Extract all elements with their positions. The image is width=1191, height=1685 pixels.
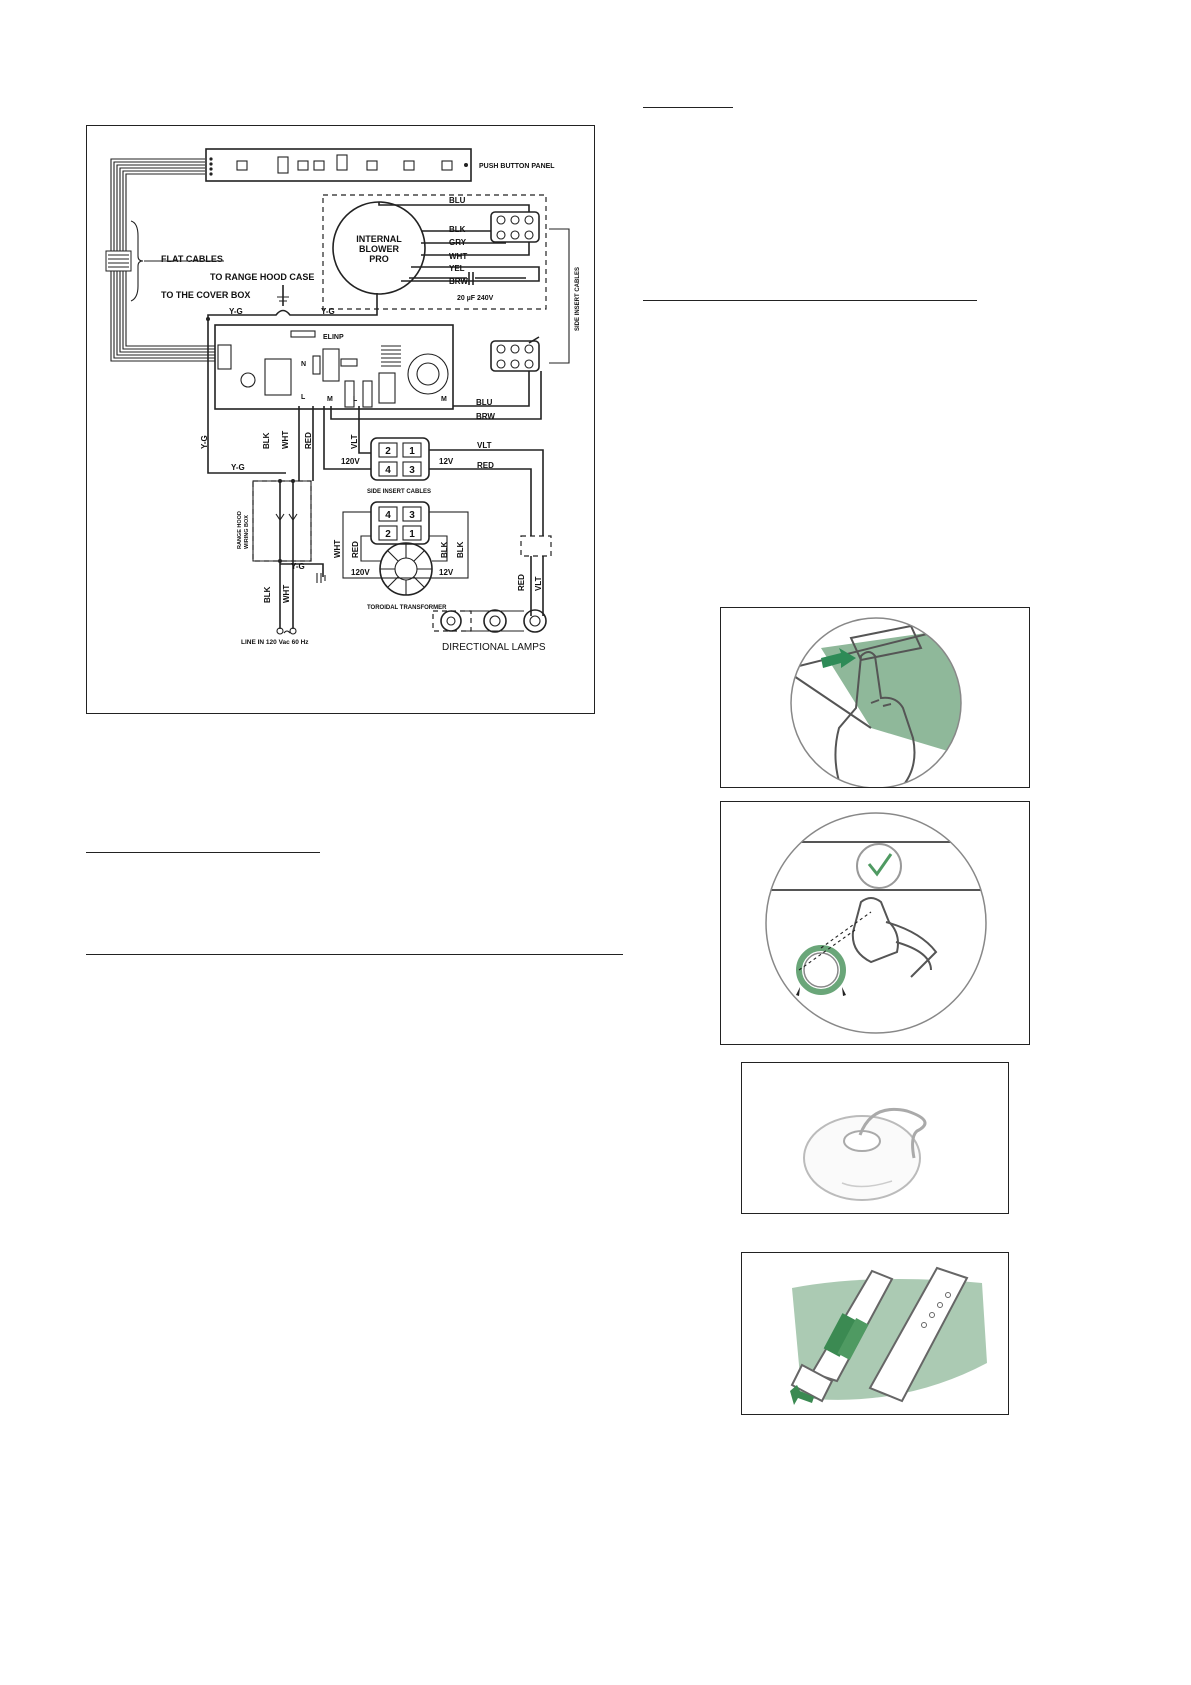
svg-text:M: M xyxy=(327,396,333,403)
blower-connector xyxy=(490,211,540,243)
svg-text:Y-G: Y-G xyxy=(200,435,209,449)
toroidal-transformer-label: TOROIDAL TRANSFORMER xyxy=(367,605,447,611)
svg-text:PRO: PRO xyxy=(369,254,389,264)
svg-text:Y-G: Y-G xyxy=(229,307,243,316)
svg-text:RED: RED xyxy=(517,574,526,591)
svg-text:WHT: WHT xyxy=(281,431,290,449)
svg-text:VLT: VLT xyxy=(534,576,543,591)
svg-text:GRY: GRY xyxy=(449,238,467,247)
suction-cup-tool-illustration xyxy=(741,1062,1009,1214)
svg-text:120V: 120V xyxy=(351,568,370,577)
svg-text:3: 3 xyxy=(409,510,415,521)
svg-text:VLT: VLT xyxy=(350,434,359,449)
svg-text:RED: RED xyxy=(304,432,313,449)
svg-text:YEL: YEL xyxy=(449,264,465,273)
svg-text:WIRING BOX: WIRING BOX xyxy=(244,515,250,549)
svg-text:1: 1 xyxy=(409,446,415,457)
svg-text:WHT: WHT xyxy=(282,585,291,603)
to-range-hood-case-label: TO RANGE HOOD CASE xyxy=(210,272,314,282)
heading-rule-2 xyxy=(643,300,977,301)
svg-text:BLK: BLK xyxy=(449,225,466,234)
svg-text:BLOWER: BLOWER xyxy=(359,244,399,254)
svg-text:Y-G: Y-G xyxy=(321,307,335,316)
svg-text:N: N xyxy=(301,361,306,368)
side-insert-cables-label: SIDE INSERT CABLES xyxy=(367,489,431,495)
svg-text:ELINP: ELINP xyxy=(323,334,344,341)
svg-text:RED: RED xyxy=(477,461,494,470)
svg-text:12V: 12V xyxy=(439,457,454,466)
svg-text:4: 4 xyxy=(385,510,391,521)
directional-lamps-label: DIRECTIONAL LAMPS xyxy=(442,642,546,653)
remote-battery-illustration xyxy=(741,1252,1009,1415)
svg-text:L: L xyxy=(301,394,306,401)
svg-text:VLT: VLT xyxy=(477,441,492,450)
line-in-label: LINE IN 120 Vac 60 Hz xyxy=(241,639,309,646)
svg-text:WHT: WHT xyxy=(449,252,467,261)
svg-text:BLU: BLU xyxy=(476,398,493,407)
to-cover-box-label: TO THE COVER BOX xyxy=(161,290,250,300)
svg-text:WHT: WHT xyxy=(333,540,342,558)
svg-text:4: 4 xyxy=(385,465,391,476)
side-insert-connector xyxy=(370,437,430,481)
svg-text:120V: 120V xyxy=(341,457,360,466)
wiring-diagram: PUSH BUTTON PANEL FLAT CABLES INTERNAL B… xyxy=(105,148,581,653)
svg-text:BLK: BLK xyxy=(263,586,272,603)
svg-text:1: 1 xyxy=(409,529,415,540)
svg-text:BRW: BRW xyxy=(476,412,495,421)
push-button-panel xyxy=(205,148,472,182)
svg-text:Y-G: Y-G xyxy=(291,562,305,571)
svg-text:M: M xyxy=(441,396,447,403)
side-insert-cables-vertical-label: SIDE INSERT CABLES xyxy=(575,267,581,331)
svg-text:2: 2 xyxy=(385,446,391,457)
svg-text:BLK: BLK xyxy=(440,541,449,558)
board-connector xyxy=(490,340,540,372)
svg-text:3: 3 xyxy=(409,465,415,476)
lamp-replacement-illustration xyxy=(720,801,1030,1045)
heading-rule-1 xyxy=(643,107,733,108)
svg-text:INTERNAL: INTERNAL xyxy=(356,234,402,244)
svg-text:BRW: BRW xyxy=(449,277,468,286)
svg-text:RANGE HOOD: RANGE HOOD xyxy=(237,511,243,549)
push-button-panel-label: PUSH BUTTON PANEL xyxy=(479,163,555,170)
svg-text:Y-G: Y-G xyxy=(231,463,245,472)
wiring-diagram-frame: PUSH BUTTON PANEL FLAT CABLES INTERNAL B… xyxy=(86,125,595,714)
svg-text:RED: RED xyxy=(351,541,360,558)
svg-text:2: 2 xyxy=(385,529,391,540)
filter-release-illustration xyxy=(720,607,1030,789)
svg-text:BLK: BLK xyxy=(262,432,271,449)
heading-rule-3 xyxy=(86,852,320,853)
svg-text:BLK: BLK xyxy=(456,541,465,558)
control-board xyxy=(214,324,454,410)
svg-text:12V: 12V xyxy=(439,568,454,577)
transformer-connector xyxy=(370,501,430,545)
svg-text:BLU: BLU xyxy=(449,196,466,205)
svg-text:L: L xyxy=(353,396,358,403)
svg-text:20 µF 240V: 20 µF 240V xyxy=(457,295,494,302)
flat-cables-label: FLAT CABLES xyxy=(161,254,223,264)
section-divider-rule xyxy=(86,954,623,955)
